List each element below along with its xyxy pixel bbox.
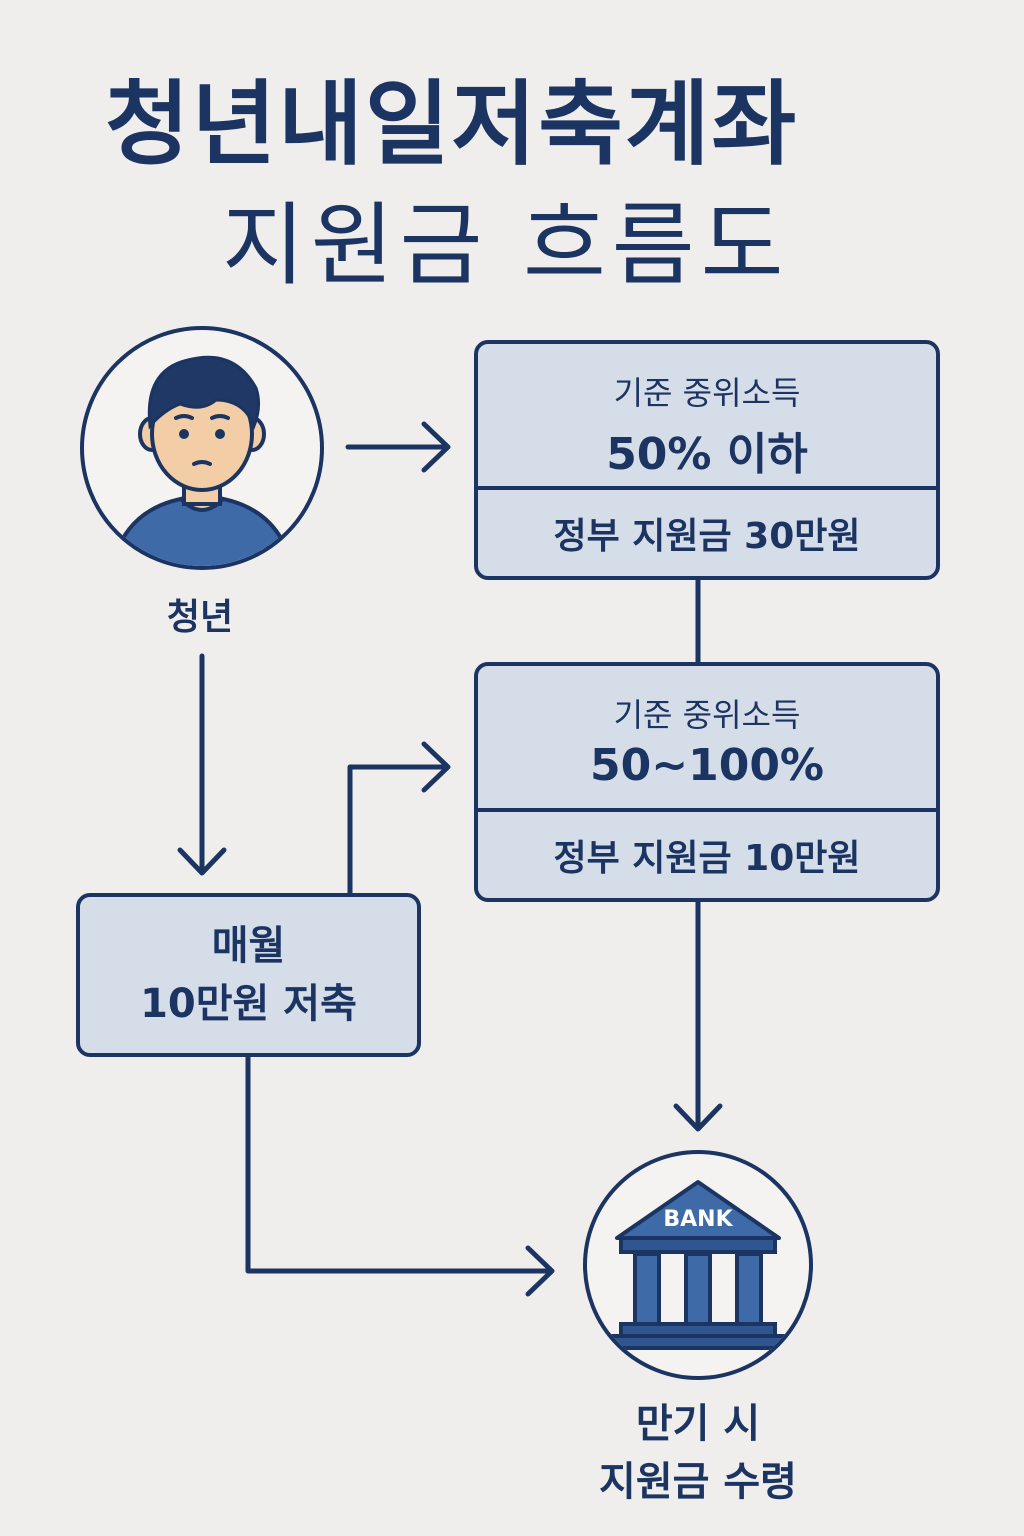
arrowhead-bank-top — [673, 1103, 723, 1132]
person-icon — [120, 355, 284, 566]
criterion-value: 50~100% — [589, 740, 825, 791]
tier-box-50-to-100: 기준 중위소득 50~100% 정부 지원금 10만원 — [474, 662, 940, 902]
support-amount: 정부 지원금 10만원 — [478, 808, 936, 898]
bank-caption: 만기 시 지원금 수령 — [540, 1395, 856, 1511]
diagram-title-line-1: 청년내일저축계좌 — [105, 71, 799, 178]
arrowhead-tier1 — [421, 421, 451, 473]
bank-caption-line-1: 만기 시 — [635, 1401, 761, 1447]
bank-icon: BANK — [609, 1180, 787, 1350]
bank-caption-line-2: 지원금 수령 — [599, 1459, 797, 1505]
bank-sign: BANK — [663, 1207, 733, 1232]
arrowhead-tier2 — [421, 741, 451, 793]
arrowhead-bank-left — [525, 1245, 555, 1297]
arrow-savings-to-tier2 — [347, 764, 449, 896]
tier-criterion: 기준 중위소득 50~100% — [478, 666, 936, 791]
bank-badge: BANK — [583, 1150, 813, 1380]
youth-caption: 청년 — [166, 597, 234, 638]
tier-box-under-50: 기준 중위소득 50% 이하 정부 지원금 30만원 — [474, 340, 940, 580]
arrow-savings-to-bank — [245, 1054, 553, 1274]
savings-amount: 10만원 저축 — [140, 981, 357, 1027]
criterion-label: 기준 중위소득 — [613, 696, 801, 734]
support-amount: 정부 지원금 30만원 — [478, 486, 936, 576]
criterion-value: 50% 이하 — [606, 429, 808, 480]
monthly-savings-box: 매월 10만원 저축 — [76, 893, 421, 1057]
arrowhead-savings — [177, 847, 227, 876]
tier-criterion: 기준 중위소득 50% 이하 — [478, 344, 936, 482]
youth-avatar — [80, 326, 324, 570]
diagram-title-line-2: 지원금 흐름도 — [222, 193, 790, 298]
criterion-label: 기준 중위소득 — [613, 374, 801, 412]
savings-frequency: 매월 — [211, 923, 286, 969]
